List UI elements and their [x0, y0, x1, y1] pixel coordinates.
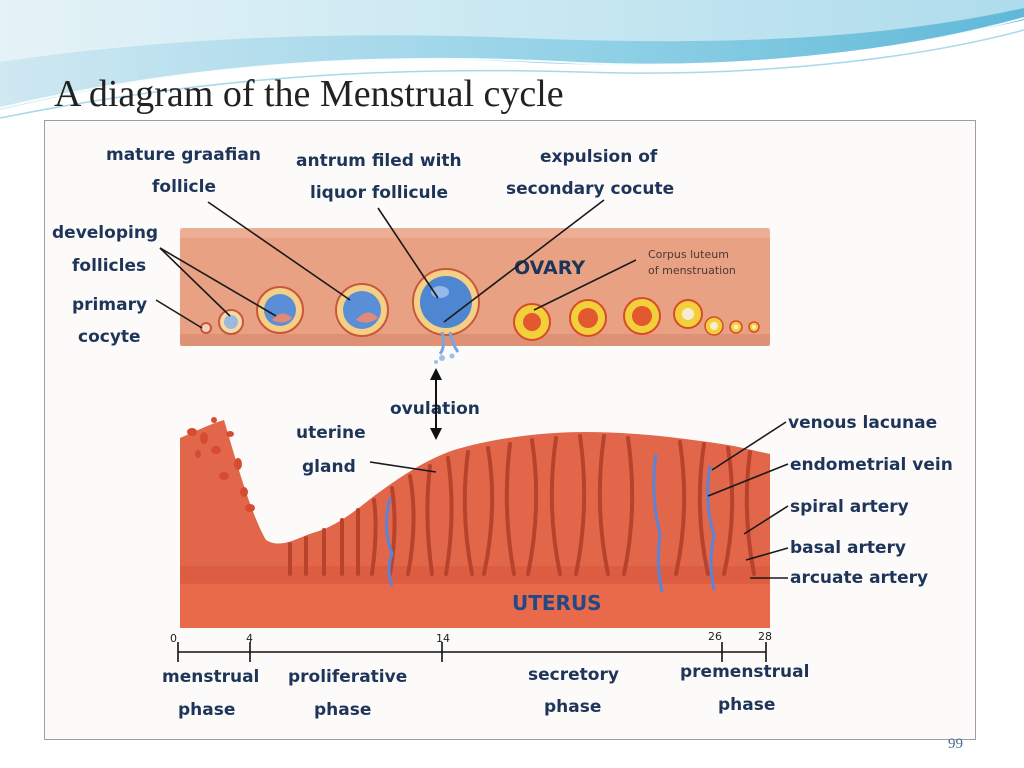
myometrium-band: [180, 582, 770, 628]
primary-oocyte: [200, 322, 212, 334]
corpus-albicans-1: [704, 316, 724, 336]
ovulation-arrow: [430, 368, 442, 440]
corpus-luteum-label-line2: of menstruation: [648, 264, 736, 277]
proliferative-phase-label-line1: proliferative: [288, 667, 407, 687]
corpus-albicans-3: [748, 321, 760, 333]
header-wave-line-2: [0, 29, 1024, 119]
developing-follicle-medium: [256, 286, 304, 334]
endometrial-vein-left: [385, 497, 394, 587]
antrum-label-line2: liquor follicule: [310, 183, 448, 203]
ovulation-label: ovulation: [390, 399, 480, 419]
uterus-section: UTERUS: [180, 417, 770, 628]
spiral-artery-label: spiral artery: [790, 497, 909, 517]
uterine-gland-label-line2: gland: [302, 457, 356, 477]
uterine-gland-label-line1: uterine: [296, 423, 366, 443]
corpus-luteum-4: [673, 299, 703, 329]
timeline-ticks: [177, 642, 767, 662]
day-tick-14: 14: [436, 632, 450, 645]
ovary-tissue-shadow: [180, 334, 770, 346]
developing-follicles-label-line1: developing: [52, 223, 158, 243]
uterine-glands: [288, 434, 756, 576]
shed-fragments: [187, 417, 255, 512]
uterus-label: UTERUS: [512, 591, 602, 615]
secretory-phase-label-line2: phase: [544, 697, 601, 717]
day-tick-0: 0: [170, 632, 177, 645]
secretory-phase-label-line1: secretory: [528, 665, 619, 685]
proliferative-phase-label-line2: phase: [314, 700, 371, 720]
endometrial-vein-label: endometrial vein: [790, 455, 953, 475]
corpus-albicans-2: [729, 320, 743, 334]
venous-lacunae-label: venous lacunae: [788, 413, 937, 433]
header-wave-line: [0, 17, 1024, 109]
ovary-strip: OVARY: [180, 228, 770, 364]
corpus-luteum-3: [623, 297, 661, 335]
primary-oocyte-label-line2: cocyte: [78, 327, 141, 347]
uterus-annotations: uterine gland venous lacunae endometrial…: [296, 413, 953, 588]
developing-follicle-small: [218, 309, 244, 335]
corpus-luteum-label-line1: Corpus luteum: [648, 248, 729, 261]
primary-oocyte-label-line1: primary: [72, 295, 147, 315]
ovary-label: OVARY: [514, 257, 585, 279]
ovary-leader-lines: [155, 199, 637, 329]
ovary-tissue-highlight: [180, 228, 770, 238]
premenstrual-phase-label-line1: premenstrual: [680, 662, 809, 682]
menstrual-cycle-diagram: OVARY: [52, 145, 953, 720]
corpus-luteum-1: [513, 303, 551, 341]
premenstrual-phase-label-line2: phase: [718, 695, 775, 715]
day-tick-28: 28: [758, 630, 772, 643]
expulsion-label-line1: expulsion of: [540, 147, 658, 167]
mature-follicle-label-line2: follicle: [152, 177, 216, 197]
endometrial-vein-mid: [652, 453, 664, 593]
rupturing-follicle: [412, 268, 480, 364]
basal-layer: [180, 566, 770, 584]
antrum-label-line1: antrum filed with: [296, 151, 462, 171]
endometrial-veins: [385, 453, 716, 593]
developing-follicles-label-line2: follicles: [72, 256, 146, 276]
slide-title: A diagram of the Menstrual cycle: [54, 73, 564, 115]
page-number: 99: [948, 736, 963, 752]
mature-follicle-label-line1: mature graafian: [106, 145, 261, 165]
uterus-leader-lines: [369, 421, 789, 579]
corpus-luteum-2: [569, 299, 607, 337]
endometrial-vein-right: [706, 465, 716, 591]
arcuate-artery-label: arcuate artery: [790, 568, 928, 588]
menstrual-phase-label-line1: menstrual: [162, 667, 259, 687]
cycle-timeline: 0 4 14 26 28 menstrual phase proliferati…: [162, 630, 809, 720]
ovary-annotations: mature graafian follicle antrum filed wi…: [52, 145, 674, 419]
day-tick-4: 4: [246, 632, 253, 645]
header-wave-decoration: [0, 0, 1024, 119]
expulsion-label-line2: secondary cocute: [506, 179, 674, 199]
header-wave-light: [0, 0, 1024, 62]
day-tick-26: 26: [708, 630, 722, 643]
menstrual-phase-label-line2: phase: [178, 700, 235, 720]
mature-graafian-follicle: [335, 283, 389, 337]
basal-artery-label: basal artery: [790, 538, 906, 558]
